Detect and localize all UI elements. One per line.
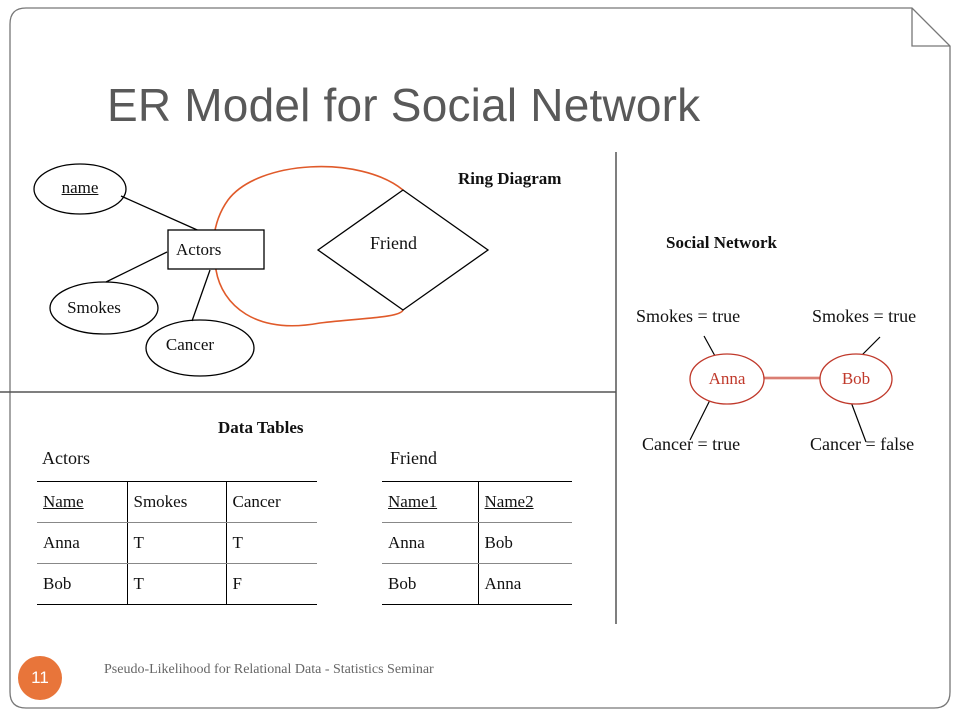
- table-cell: Anna: [37, 522, 128, 564]
- bob-cancer-label: Cancer = false: [810, 434, 915, 454]
- table-cell: T: [127, 563, 227, 605]
- bob-smokes-label: Smokes = true: [812, 306, 917, 326]
- table-row: Bob T F: [37, 563, 317, 605]
- table-cell: T: [226, 522, 317, 564]
- table-row: Anna T T: [37, 522, 317, 564]
- table-header-row: Name1 Name2: [382, 481, 572, 523]
- table-cell: F: [226, 563, 317, 605]
- smokes-attribute-label: Smokes: [67, 298, 121, 317]
- actors-table: Name Smokes Cancer Anna T T Bob T F: [37, 481, 317, 605]
- friend-table: Name1 Name2 Anna Bob Bob Anna: [382, 481, 572, 605]
- ring-connector: [212, 165, 404, 327]
- table-cell: Anna: [382, 522, 479, 564]
- table-row: Anna Bob: [382, 522, 572, 564]
- table-row: Bob Anna: [382, 563, 572, 605]
- footer-text: Pseudo-Likelihood for Relational Data - …: [104, 662, 434, 677]
- table-cell: Bob: [382, 563, 479, 605]
- slide-title: ER Model for Social Network: [107, 79, 701, 131]
- table-cell: Bob: [37, 563, 128, 605]
- page-number-badge: 11: [18, 656, 62, 700]
- anna-cancer-connector: [689, 399, 711, 441]
- name-attribute-label: name: [61, 178, 99, 197]
- table-header-cell: Name1: [382, 481, 479, 523]
- bob-cancer-connector: [850, 401, 867, 443]
- anna-node-label: Anna: [708, 369, 746, 388]
- table-header-cell: Cancer: [226, 481, 317, 523]
- ring-diagram-heading: Ring Diagram: [458, 169, 562, 188]
- smokes-attribute-shape: [49, 281, 159, 335]
- anna-smokes-connector: [703, 335, 716, 357]
- friend-table-caption: Friend: [390, 448, 437, 468]
- friend-relationship-label: Friend: [370, 233, 417, 253]
- bob-node-shape: [819, 353, 893, 405]
- smokes-connector: [105, 251, 168, 283]
- table-cell: Bob: [478, 522, 572, 564]
- anna-cancer-label: Cancer = true: [642, 434, 741, 454]
- table-header-row: Name Smokes Cancer: [37, 481, 317, 523]
- table-header-cell: Name: [37, 481, 128, 523]
- actors-table-caption: Actors: [42, 448, 90, 468]
- actors-entity-shape: [167, 229, 265, 270]
- cancer-connector: [191, 269, 211, 322]
- anna-smokes-label: Smokes = true: [636, 306, 741, 326]
- social-network-heading: Social Network: [666, 233, 777, 252]
- table-header-cell: Smokes: [127, 481, 227, 523]
- table-cell: Anna: [478, 563, 572, 605]
- name-attribute-shape: [33, 163, 127, 215]
- table-header-cell: Name2: [478, 481, 572, 523]
- cancer-attribute-shape: [145, 319, 255, 377]
- anna-node-shape: [689, 353, 765, 405]
- name-connector: [120, 195, 205, 234]
- friend-relationship-shape: [316, 189, 490, 311]
- cancer-attribute-label: Cancer: [165, 335, 215, 354]
- actors-entity-label: Actors: [176, 240, 222, 259]
- data-tables-heading: Data Tables: [218, 418, 304, 437]
- bob-node-label: Bob: [841, 369, 871, 388]
- table-cell: T: [127, 522, 227, 564]
